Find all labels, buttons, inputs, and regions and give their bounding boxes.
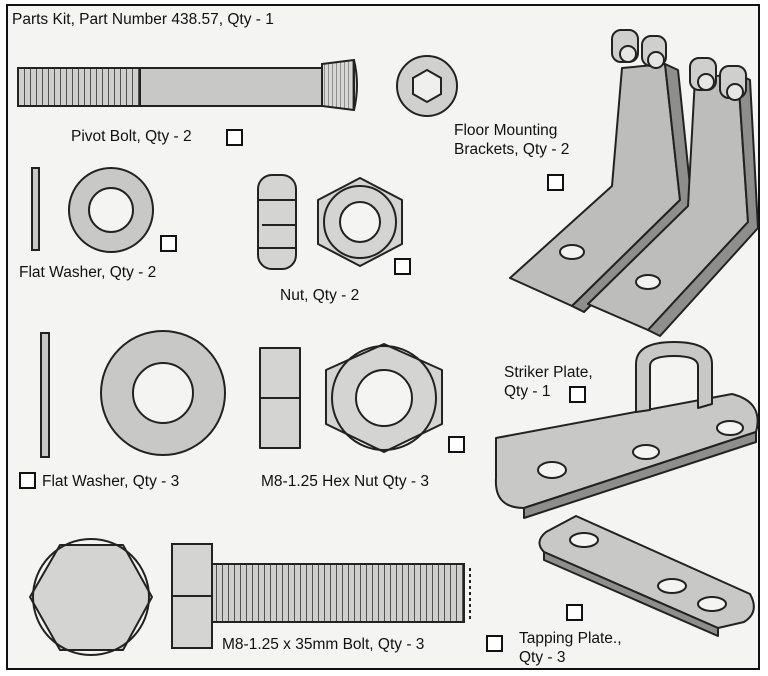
tapping-plate-label-line2: Qty - 3 (519, 649, 566, 666)
striker-plate-label: Striker Plate, Qty - 1 (504, 363, 593, 401)
tapping-plate-label: Tapping Plate., Qty - 3 (519, 629, 622, 667)
floor-mounting-brackets-drawing (509, 29, 759, 337)
flat-washer-large-drawing (40, 330, 226, 458)
pivot-bolt-end-view (396, 55, 458, 117)
page-title: Parts Kit, Part Number 438.57, Qty - 1 (12, 11, 274, 28)
floor-brackets-label-line1: Floor Mounting (454, 122, 558, 139)
flat-washer-large-label: Flat Washer, Qty - 3 (42, 473, 180, 490)
tapping-plate-checkbox[interactable] (566, 604, 583, 621)
floor-brackets-checkbox[interactable] (547, 174, 564, 191)
striker-plate-drawing (494, 341, 759, 519)
hex-bolt-head-drawing (29, 538, 153, 656)
flat-washer-small-drawing (31, 167, 154, 253)
floor-brackets-label-line2: Brackets, Qty - 2 (454, 141, 570, 158)
pivot-bolt-drawing (17, 58, 358, 112)
striker-plate-checkbox[interactable] (569, 386, 586, 403)
bolt-35mm-label: M8-1.25 x 35mm Bolt, Qty - 3 (222, 636, 425, 653)
tapping-plate-label-line1: Tapping Plate., (519, 630, 622, 647)
nut-label: Nut, Qty - 2 (280, 287, 360, 304)
striker-plate-label-line2: Qty - 1 (504, 383, 551, 400)
hex-nut-label: M8-1.25 Hex Nut Qty - 3 (261, 473, 429, 490)
nut-checkbox[interactable] (394, 258, 411, 275)
flat-washer-small-checkbox[interactable] (160, 235, 177, 252)
flat-washer-small-label: Flat Washer, Qty - 2 (19, 264, 157, 281)
tapping-plate-drawing (538, 515, 755, 637)
striker-plate-label-line1: Striker Plate, (504, 364, 593, 381)
pivot-bolt-label: Pivot Bolt, Qty - 2 (71, 128, 192, 145)
pivot-bolt-checkbox[interactable] (226, 129, 243, 146)
hex-nut-drawing (259, 343, 443, 453)
hex-bolt-drawing (171, 543, 471, 649)
flat-washer-large-checkbox[interactable] (19, 472, 36, 489)
bolt-35mm-checkbox[interactable] (486, 635, 503, 652)
nut-drawing (257, 174, 403, 270)
floor-brackets-label: Floor Mounting Brackets, Qty - 2 (454, 121, 569, 159)
hex-nut-checkbox[interactable] (448, 436, 465, 453)
